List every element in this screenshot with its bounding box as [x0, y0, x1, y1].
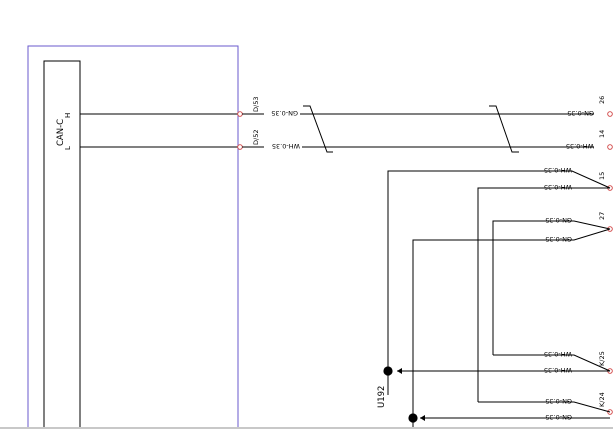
connector-label: CAN-C: [56, 119, 66, 146]
wire-gn-b-to-27: [412, 228, 611, 415]
pin-14-label: 14: [598, 130, 606, 138]
wire-wh-a-label: WH-0.35: [544, 166, 572, 174]
module-frame: [27, 45, 239, 429]
wire-h-label-left: GN-0.35: [271, 109, 298, 117]
splice-arrow-upper: [397, 368, 402, 374]
wire-gn-c-to-k24: [478, 401, 611, 413]
twist-mark-left: [303, 105, 333, 153]
connector-pin-h: H: [64, 113, 72, 118]
pin-14: [607, 144, 613, 150]
splice-label: U192: [377, 386, 387, 408]
wire-gn-d-label: GN-0.35: [545, 413, 572, 421]
wire-gn-b-label: GN-0.35: [545, 235, 572, 243]
wire-wh-c-label: WH-0.35: [544, 350, 572, 358]
splice-arrow-lower: [420, 415, 425, 421]
footer-strip: [0, 427, 613, 429]
pin-k25-label: K/25: [598, 351, 606, 366]
wire-gn-a-to-27: [492, 220, 611, 355]
pin-26-label: 26: [598, 96, 606, 104]
wire-l-label-right: WH-0.35: [566, 142, 594, 150]
connector-pin-l: L: [64, 146, 72, 150]
terminal-d52-label: D/52: [252, 130, 260, 145]
pin-26: [607, 111, 613, 117]
pin-15-label: 15: [598, 172, 606, 180]
twist-mark-right: [489, 105, 519, 153]
wire-wh-d-label: WH-0.35: [544, 366, 572, 374]
wire-wh-a-to-15: [387, 170, 611, 390]
pin-27-label: 27: [598, 212, 606, 220]
wire-wh-b-to-15: [477, 187, 610, 402]
splice-dot-lower: [408, 413, 418, 423]
wire-wh-c-to-k25: [493, 354, 611, 372]
splice-dot-upper: [383, 366, 393, 376]
wire-wh-b-label: WH-0.35: [544, 183, 572, 191]
wire-h-label-right: GN-0.35: [567, 109, 594, 117]
terminal-d53: [237, 111, 243, 117]
connector-body: [43, 60, 81, 429]
wire-gn-c-label: GN-0.35: [545, 397, 572, 405]
terminal-d52: [237, 144, 243, 150]
wire-l-label-left: WH-0.35: [272, 142, 300, 150]
pin-k24-label: K/24: [598, 392, 606, 407]
wire-gn-a-label: GN-0.35: [545, 216, 572, 224]
terminal-d53-label: D/53: [252, 97, 260, 112]
